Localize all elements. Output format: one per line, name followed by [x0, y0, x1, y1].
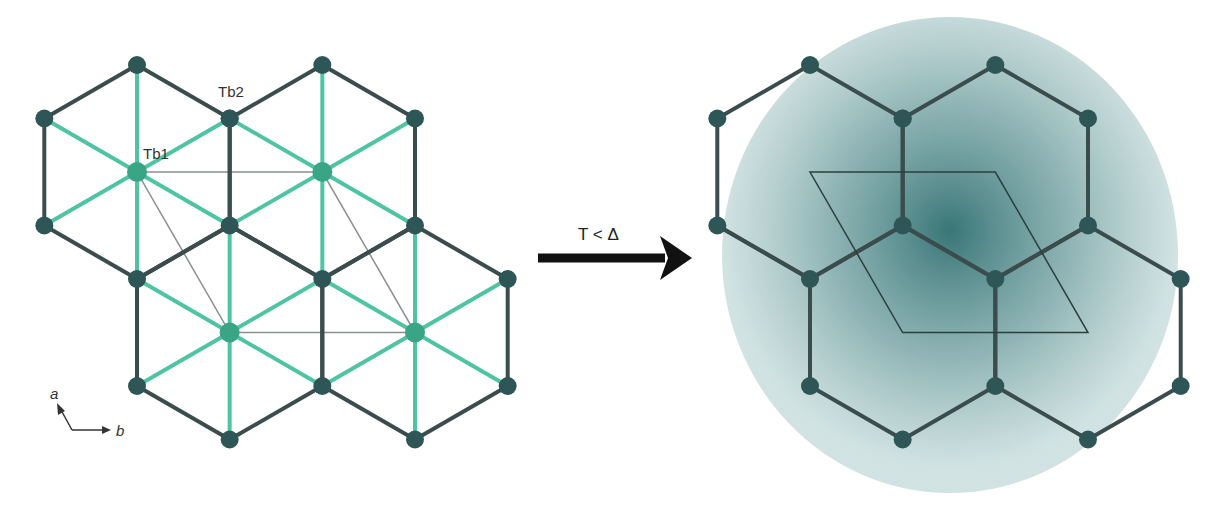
- atom: [894, 217, 912, 235]
- tb1-bond: [413, 333, 417, 440]
- atom: [406, 110, 424, 128]
- atom: [499, 270, 517, 288]
- atom: [986, 377, 1004, 395]
- atom: [406, 431, 424, 449]
- honeycomb-right: [717, 65, 1180, 440]
- unit-cell: [810, 172, 1088, 333]
- atom: [1079, 110, 1097, 128]
- atom: [801, 270, 819, 288]
- tb1-bond: [415, 333, 508, 387]
- tb1-bond: [230, 172, 323, 226]
- honeycomb-left: [44, 65, 507, 440]
- tb1-bond: [44, 172, 137, 226]
- atom: [221, 110, 239, 128]
- tb1-bonds: [44, 65, 507, 440]
- unit-cell-outline: [810, 172, 1088, 333]
- hexagon: [230, 65, 415, 279]
- transition-arrow-head: [660, 236, 692, 280]
- tb1-bond: [415, 279, 508, 333]
- tb1-bond: [322, 172, 415, 226]
- condition-label: T < Δ: [578, 226, 619, 243]
- axis-a: [61, 410, 72, 430]
- tb1-bond: [230, 279, 323, 333]
- atom: [313, 377, 331, 395]
- tb1-bond: [137, 279, 230, 333]
- atom: [312, 162, 332, 182]
- tb1-bond: [135, 172, 139, 279]
- atom: [313, 56, 331, 74]
- tb1-bond: [322, 279, 415, 333]
- atom: [801, 56, 819, 74]
- atom: [1172, 377, 1190, 395]
- tb1-bond: [320, 172, 324, 279]
- atom: [406, 217, 424, 235]
- axis-label: a: [50, 386, 58, 401]
- atom: [128, 377, 146, 395]
- tb1-bond: [322, 119, 415, 173]
- tb1-bond: [44, 119, 137, 173]
- tb1-bond: [135, 65, 139, 172]
- tb1-bond: [228, 333, 232, 440]
- atom: [894, 110, 912, 128]
- hexagon: [44, 65, 229, 279]
- tb1-bond: [137, 172, 230, 226]
- tb1-bond: [137, 333, 230, 387]
- axis-b: [72, 429, 104, 431]
- atoms: [35, 56, 1189, 449]
- site-label: Tb1: [143, 146, 169, 161]
- tb1-bond: [137, 119, 230, 173]
- tb1-bond: [230, 119, 323, 173]
- site-label: Tb2: [218, 84, 244, 99]
- atom: [801, 377, 819, 395]
- atom: [221, 217, 239, 235]
- atom: [127, 162, 147, 182]
- atom: [1172, 270, 1190, 288]
- atom: [708, 110, 726, 128]
- hexagon: [137, 226, 322, 440]
- hexagon: [322, 226, 507, 440]
- tb1-bond: [320, 65, 324, 172]
- atom: [405, 323, 425, 343]
- axis-b-head: [102, 426, 111, 434]
- atom: [221, 110, 239, 128]
- axis-a-head: [57, 403, 65, 415]
- atom: [220, 323, 240, 343]
- tb1-bond: [413, 226, 417, 333]
- atom: [894, 431, 912, 449]
- atom: [35, 110, 53, 128]
- tb1-bond: [228, 226, 232, 333]
- atom: [313, 270, 331, 288]
- atom: [1079, 217, 1097, 235]
- axis-label: b: [116, 423, 124, 438]
- atom: [499, 377, 517, 395]
- tb1-bond: [230, 333, 323, 387]
- atom: [894, 110, 912, 128]
- hexagon-edge: [717, 226, 810, 387]
- atom: [1079, 431, 1097, 449]
- transition-arrow: [538, 254, 665, 263]
- atom: [128, 270, 146, 288]
- atom: [986, 56, 1004, 74]
- atom: [986, 270, 1004, 288]
- atom: [128, 56, 146, 74]
- atom: [221, 431, 239, 449]
- atom: [35, 217, 53, 235]
- correlation-cloud: [722, 17, 1178, 493]
- tb1-bond: [322, 333, 415, 387]
- atom: [708, 217, 726, 235]
